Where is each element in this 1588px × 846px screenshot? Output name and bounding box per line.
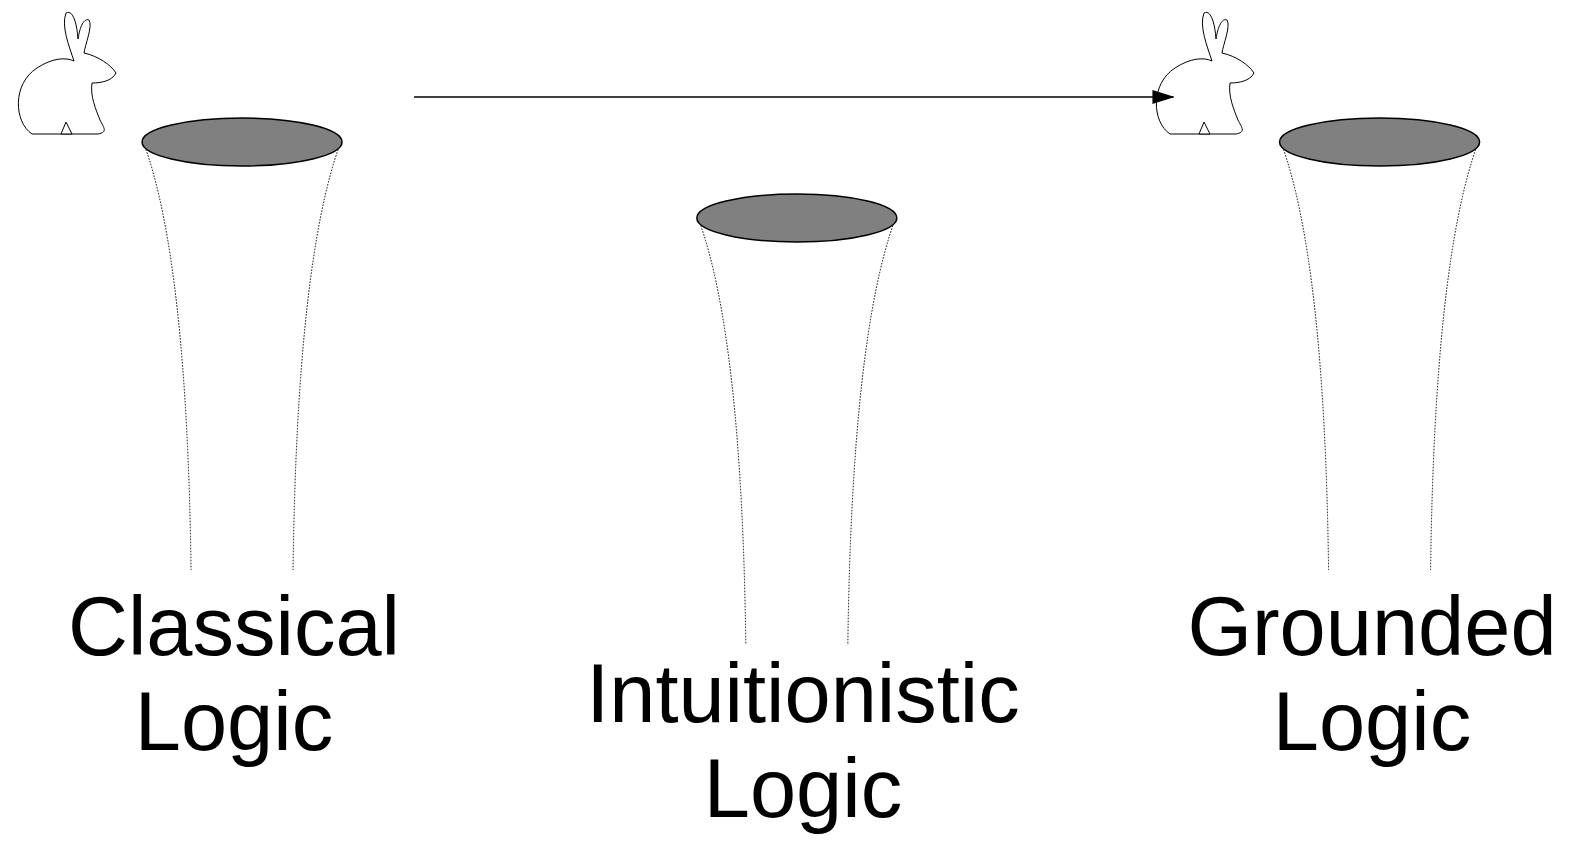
rabbit-icon — [1156, 12, 1254, 134]
text-holder: Intuitionistic Logic — [578, 646, 1028, 836]
funnel-shape — [578, 190, 1028, 838]
rabbit-icon — [18, 12, 116, 134]
transition-arrow — [414, 96, 1173, 98]
text-holder: Grounded Logic — [1179, 579, 1564, 769]
logic-funnel: Intuitionistic Logic — [578, 190, 1028, 838]
logic-funnel: Classical Logic — [60, 114, 408, 771]
logic-label: Intuitionistic Logic — [586, 646, 1020, 836]
logic-funnel: Grounded Logic — [1179, 114, 1564, 771]
logic-label: Grounded Logic — [1187, 579, 1556, 769]
text-holder: Classical Logic — [60, 579, 408, 769]
logic-label: Classical Logic — [68, 579, 400, 769]
